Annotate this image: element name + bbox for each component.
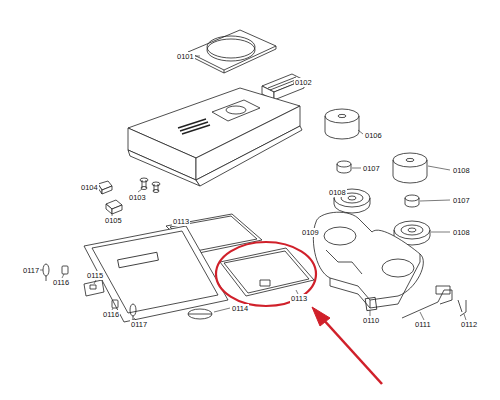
callout-number: 0108	[452, 228, 471, 237]
highlight-ellipse	[216, 242, 316, 306]
callout-number: 0113	[290, 294, 308, 303]
callout-number: 0116	[52, 278, 70, 287]
blower-housing	[313, 212, 423, 308]
callout-number: 0110	[362, 316, 380, 325]
callout-number: 0102	[294, 78, 313, 87]
electrical-parts	[365, 286, 466, 318]
callout-number: 0115	[86, 271, 104, 280]
highlight-arrow	[312, 307, 382, 384]
callout-number: 0108	[328, 188, 347, 197]
callout-number: 0107	[452, 196, 471, 205]
callout-number: 0117	[130, 320, 148, 329]
callout-number: 0104	[80, 183, 99, 192]
grease-filter-circled	[220, 248, 314, 296]
bulbs-sockets-switch	[43, 264, 136, 320]
callout-number: 0101	[176, 52, 195, 61]
duct-collar	[188, 30, 276, 73]
callout-number: 0107	[362, 164, 381, 173]
callout-number: 0116	[102, 310, 120, 319]
callout-number: 0112	[460, 320, 478, 329]
callout-number: 0103	[128, 193, 147, 202]
small-parts	[98, 178, 160, 214]
callout-number: 0109	[301, 228, 320, 237]
leader-lines	[38, 56, 466, 320]
light-panel	[84, 226, 228, 322]
callout-number: 0111	[414, 320, 432, 329]
callout-number: 0117	[22, 266, 40, 275]
blower-wheels	[325, 109, 427, 183]
callout-number: 0108	[452, 166, 471, 175]
callout-number: 0114	[231, 304, 249, 313]
callout-number: 0106	[364, 131, 383, 140]
hood-body	[128, 88, 302, 186]
callout-number: 0113	[172, 217, 190, 226]
callout-number: 0105	[104, 216, 123, 225]
